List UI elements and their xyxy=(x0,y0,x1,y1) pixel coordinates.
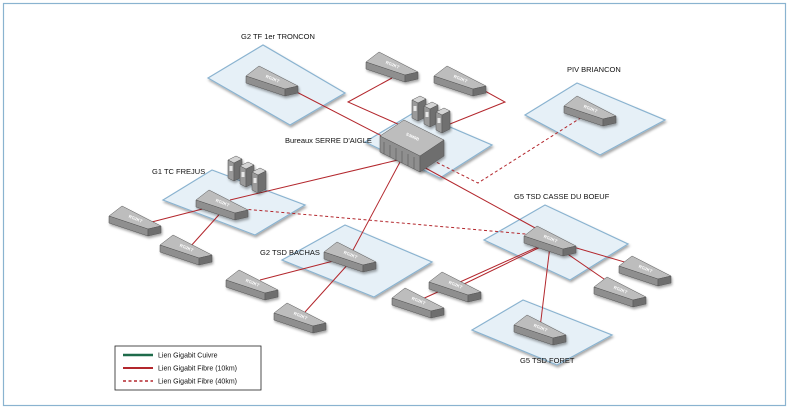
switch-bachas-b: RG2KT xyxy=(273,302,327,334)
switch-casse: RG2KT xyxy=(523,225,577,257)
device-label: RG2KT xyxy=(179,243,194,253)
switch-casse-b: RG2KT xyxy=(391,287,445,319)
device-label: RG2KT xyxy=(448,280,463,290)
switch-troncon: RG2KT xyxy=(245,65,299,97)
server-serre-3 xyxy=(435,107,451,134)
switch-frejus-b: RG2KT xyxy=(159,234,213,266)
link-fibre-40km xyxy=(231,207,549,237)
device-label: RG2KT xyxy=(583,104,598,114)
switch-frejus-a: RG2KT xyxy=(108,205,162,237)
switch-casse-d: RG2KT xyxy=(593,276,647,308)
switch-bachas-a: RG2KT xyxy=(225,269,279,301)
legend: Lien Gigabit Cuivre Lien Gigabit Fibre (… xyxy=(114,345,262,391)
devices: RG2KT RG2KT RG2KT RG2KT RG2KT RG2KT RG2KT RG2KT… xyxy=(108,51,672,346)
legend-label-fibre-40km: Lien Gigabit Fibre (40km) xyxy=(158,379,237,386)
legend-label-copper: Lien Gigabit Cuivre xyxy=(158,353,218,360)
device-label: RG2KT xyxy=(343,250,358,260)
link-fibre xyxy=(259,257,346,281)
link-fibre xyxy=(419,164,549,236)
link-fibre xyxy=(539,245,551,329)
zone-label-bachas: G2 TSD BACHAS xyxy=(260,248,320,257)
zone-label-casse: G5 TSD CASSE DU BOEUF xyxy=(514,192,610,201)
device-label: RG2KT xyxy=(411,296,426,306)
switch-casse-c: RG2KT xyxy=(618,255,672,287)
zone-label-serre: Bureaux SERRE D'AIGLE xyxy=(285,136,372,145)
switch-foret: RG2KT xyxy=(513,314,567,346)
device-label: RG2KT xyxy=(613,285,628,295)
servers xyxy=(227,95,451,194)
link-fibre xyxy=(304,261,351,313)
switch-bachas: RG2KT xyxy=(323,241,377,273)
device-label: RG2KT xyxy=(453,74,468,84)
zone-label-foret: G5 TSD FORET xyxy=(520,356,575,365)
zone-label-frejus: G1 TC FREJUS xyxy=(152,167,205,176)
core-switch: S3M9B xyxy=(379,119,445,173)
zone-label-briancon: PIV BRIANCON xyxy=(567,65,621,74)
device-label: RG2KT xyxy=(543,234,558,244)
device-label: RG2KT xyxy=(215,198,230,208)
device-label: RG2KT xyxy=(533,323,548,333)
switch-casse-a: RG2KT xyxy=(428,271,482,303)
link-fibre xyxy=(351,161,401,253)
server-frejus-3 xyxy=(251,167,267,194)
device-label: RG2KT xyxy=(245,278,260,288)
device-label: RG2KT xyxy=(293,311,308,321)
link-fibre xyxy=(229,159,399,201)
device-label: RG2KT xyxy=(638,264,653,274)
legend-label-fibre-10km: Lien Gigabit Fibre (10km) xyxy=(158,366,237,373)
link-fibre-40km xyxy=(431,111,591,184)
zone-label-troncon: G2 TF 1er TRONCON xyxy=(241,32,315,41)
device-label: RG2KT xyxy=(385,60,400,70)
device-label: RG2KT xyxy=(128,214,143,224)
switch-troncon-b: RG2KT xyxy=(433,65,487,97)
switch-briancon: RG2KT xyxy=(563,95,617,127)
device-label: RG2KT xyxy=(265,74,280,84)
server-frejus-1 xyxy=(227,155,243,182)
core-switch-label: S3M9B xyxy=(405,131,420,141)
zone-frejus xyxy=(161,169,307,236)
switch-troncon-a: RG2KT xyxy=(365,51,419,83)
switch-frejus: RG2KT xyxy=(195,189,249,221)
